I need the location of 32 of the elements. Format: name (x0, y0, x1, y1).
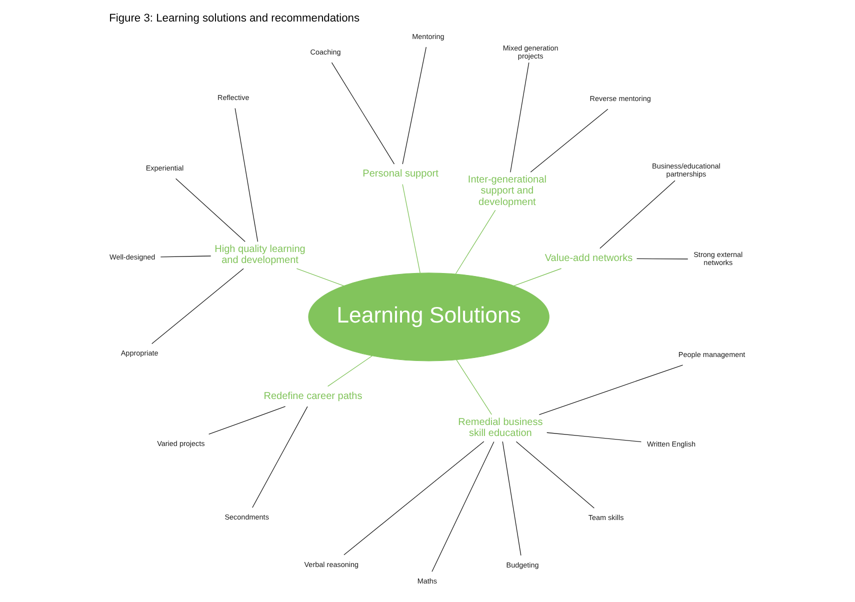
node-ellipse: Learning Solutions (308, 272, 550, 362)
connector (530, 108, 608, 172)
connector (296, 268, 344, 286)
connector (327, 356, 372, 387)
connector (456, 360, 492, 415)
connector (175, 178, 246, 242)
connector (234, 108, 258, 242)
connector (538, 364, 684, 416)
connector (402, 184, 420, 274)
connector (252, 406, 308, 508)
connector (160, 256, 212, 258)
diagram-title: Figure 3: Learning solutions and recommendations (109, 12, 360, 24)
connector (636, 258, 688, 260)
connector (331, 62, 395, 164)
connector (208, 406, 286, 435)
node-text: Inter-generational support and development (468, 174, 546, 208)
connector (344, 441, 484, 556)
connector (546, 432, 642, 442)
node-text: Value-add networks (544, 252, 633, 264)
connector (516, 441, 595, 508)
node-text: Remedial business skill education (458, 416, 543, 440)
node-text: High quality learning and development (214, 244, 306, 266)
node-text: Redefine career paths (264, 390, 362, 402)
connector (432, 441, 494, 572)
connector (502, 441, 522, 556)
connector (152, 268, 244, 344)
connector (455, 210, 496, 274)
connector (514, 268, 562, 286)
connector (510, 62, 530, 173)
connector (600, 180, 676, 249)
node-text: Personal support (362, 168, 438, 180)
connector (402, 46, 427, 164)
